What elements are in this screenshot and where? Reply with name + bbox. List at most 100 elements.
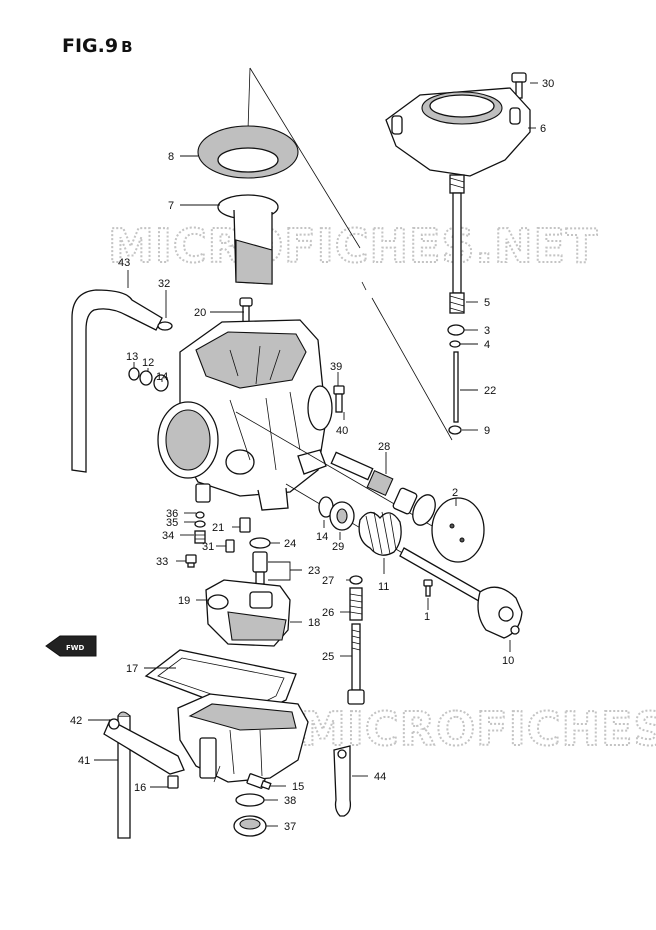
callout-36: 36 xyxy=(166,508,178,520)
washer-9 xyxy=(448,425,462,435)
spring-11 xyxy=(358,511,402,556)
diaphragm-8 xyxy=(197,125,299,179)
piston-valve-7 xyxy=(217,194,279,285)
ref-line-diagonal xyxy=(249,67,453,441)
callout-7: 7 xyxy=(168,200,174,212)
callout-6: 6 xyxy=(540,123,546,135)
callout-16: 16 xyxy=(134,782,146,794)
o-ring-14 xyxy=(153,374,169,392)
bracket-44 xyxy=(333,745,352,817)
callout-27: 27 xyxy=(322,575,334,587)
callout-4: 4 xyxy=(484,339,490,351)
callout-30: 30 xyxy=(542,78,554,90)
callout-10: 10 xyxy=(502,655,514,667)
callout-14-lower: 14 xyxy=(316,531,328,543)
choke-plunger-28 xyxy=(330,451,436,526)
screw-25 xyxy=(347,623,365,705)
drain-plug-37 xyxy=(233,815,267,837)
threaded-rod-5 xyxy=(449,174,465,314)
jet-holder-23 xyxy=(252,551,268,585)
leader-lines xyxy=(88,82,538,827)
callout-43: 43 xyxy=(118,257,130,269)
jet-21 xyxy=(239,517,251,533)
watermark-bottom: MICROFICHES.NET xyxy=(300,702,656,756)
spring-26 xyxy=(349,587,363,621)
watermark-top: MICROFICHES.NET xyxy=(108,219,598,273)
callout-31: 31 xyxy=(202,541,214,553)
callout-18: 18 xyxy=(308,617,320,629)
callout-44: 44 xyxy=(374,771,386,783)
callout-8: 8 xyxy=(168,151,174,163)
callout-28: 28 xyxy=(378,441,390,453)
callout-15: 15 xyxy=(292,781,304,793)
callout-32: 32 xyxy=(158,278,170,290)
callout-17: 17 xyxy=(126,663,138,675)
bracket-42 xyxy=(103,718,185,775)
callout-1: 1 xyxy=(424,611,430,623)
callout-37: 37 xyxy=(284,821,296,833)
callout-12: 12 xyxy=(142,357,154,369)
callout-21: 21 xyxy=(212,522,224,534)
washer-35 xyxy=(194,520,206,528)
plate-screw-hole-2 xyxy=(459,537,465,543)
callout-2: 2 xyxy=(452,487,458,499)
callout-19: 19 xyxy=(178,595,190,607)
top-cover-6 xyxy=(385,87,531,177)
washer-3 xyxy=(447,324,465,336)
callout-40: 40 xyxy=(336,425,348,437)
bushing-29 xyxy=(329,501,355,531)
callout-38: 38 xyxy=(284,795,296,807)
callout-labels: 30 6 8 7 43 32 20 5 3 4 13 12 14 39 22 4… xyxy=(70,78,554,833)
callout-29: 29 xyxy=(332,541,344,553)
washer-27 xyxy=(349,575,363,585)
callout-41: 41 xyxy=(78,755,90,767)
callout-25: 25 xyxy=(322,651,334,663)
screw-16 xyxy=(167,775,179,789)
throttle-shaft-10 xyxy=(399,547,523,639)
callout-26: 26 xyxy=(322,607,334,619)
callout-22: 22 xyxy=(484,385,496,397)
callout-14: 14 xyxy=(156,371,168,383)
callout-24: 24 xyxy=(284,538,296,550)
forward-badge-label: FWD xyxy=(66,644,85,652)
callout-35: 35 xyxy=(166,517,178,529)
float-bowl xyxy=(177,693,309,783)
plate-screw-hole xyxy=(449,523,455,529)
hose-43 xyxy=(71,289,163,473)
callout-5: 5 xyxy=(484,297,490,309)
forward-arrow-icon: FWD xyxy=(45,635,97,657)
float-18 xyxy=(205,579,291,647)
callout-20: 20 xyxy=(194,307,206,319)
clip-36 xyxy=(195,511,205,519)
callout-34: 34 xyxy=(162,530,174,542)
callout-9: 9 xyxy=(484,425,490,437)
throttle-plate-2 xyxy=(431,497,485,563)
callout-11: 11 xyxy=(378,581,389,593)
callout-13: 13 xyxy=(126,351,138,363)
bracket-link xyxy=(213,765,221,783)
screw-30 xyxy=(511,72,527,99)
o-ring-38 xyxy=(235,793,265,807)
washer-12 xyxy=(139,370,153,386)
washer-24 xyxy=(249,537,271,549)
clip-13 xyxy=(128,367,140,381)
callout-39: 39 xyxy=(330,361,342,373)
ref-line-top xyxy=(247,67,251,131)
jet-31 xyxy=(225,539,235,553)
callout-3: 3 xyxy=(484,325,490,337)
shaft-axis-line xyxy=(235,411,471,549)
carburetor-body xyxy=(157,319,333,511)
needle-22 xyxy=(453,351,459,423)
screw-15 xyxy=(246,773,272,791)
callout-23: 23 xyxy=(308,565,320,577)
screw-33 xyxy=(185,554,197,568)
plug-32 xyxy=(157,321,173,331)
callout-42: 42 xyxy=(70,715,82,727)
screw-1 xyxy=(423,579,433,597)
spring-34 xyxy=(194,530,206,544)
clip-4 xyxy=(449,340,461,348)
screw-39 xyxy=(333,385,345,413)
